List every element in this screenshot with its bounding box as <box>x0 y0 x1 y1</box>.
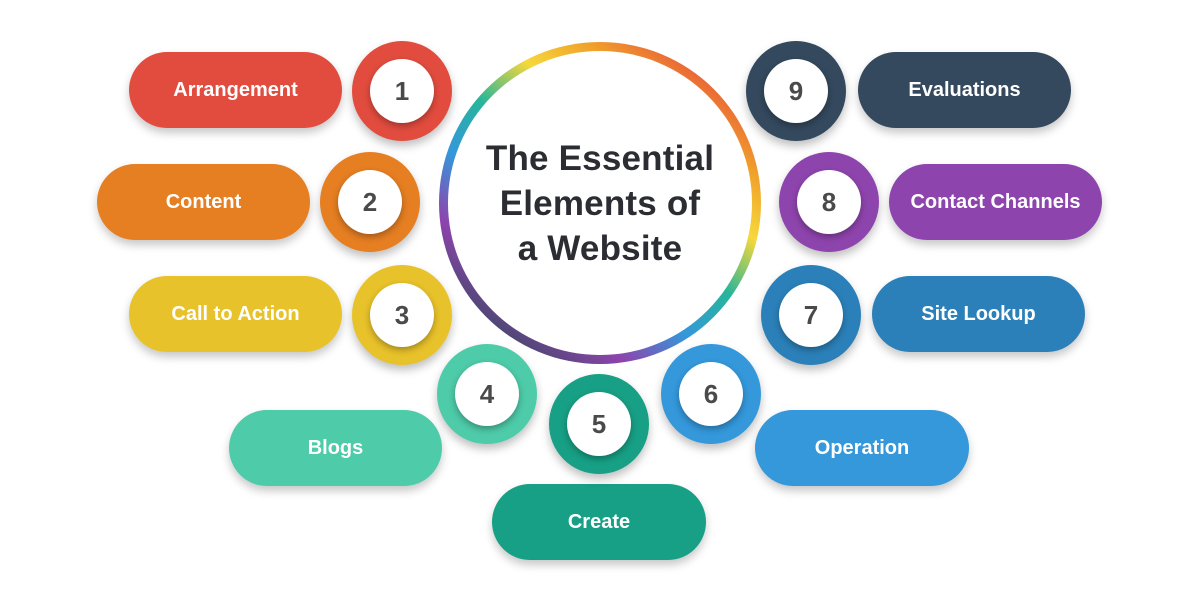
center-title: The Essential Elements of a Website <box>439 42 761 364</box>
element-pill-operation: Operation <box>755 410 969 486</box>
element-badge-5: 5 <box>549 374 649 474</box>
element-number: 7 <box>779 283 843 347</box>
element-pill-content: Content <box>97 164 310 240</box>
element-pill-blogs: Blogs <box>229 410 442 486</box>
element-number: 8 <box>797 170 861 234</box>
element-label: Contact Channels <box>910 190 1081 213</box>
element-pill-call-to-action: Call to Action <box>129 276 342 352</box>
element-badge-3: 3 <box>352 265 452 365</box>
element-pill-contact-channels: Contact Channels <box>889 164 1102 240</box>
element-badge-9: 9 <box>746 41 846 141</box>
element-number: 3 <box>370 283 434 347</box>
element-number: 4 <box>455 362 519 426</box>
element-pill-arrangement: Arrangement <box>129 52 342 128</box>
element-pill-create: Create <box>492 484 706 560</box>
element-number: 2 <box>338 170 402 234</box>
element-label: Create <box>567 510 631 533</box>
element-number: 1 <box>370 59 434 123</box>
element-badge-4: 4 <box>437 344 537 444</box>
element-badge-7: 7 <box>761 265 861 365</box>
element-badge-8: 8 <box>779 152 879 252</box>
title-line-1: The Essential <box>485 138 715 178</box>
element-label: Operation <box>814 436 910 459</box>
element-number: 5 <box>567 392 631 456</box>
element-pill-site-lookup: Site Lookup <box>872 276 1085 352</box>
element-label: Content <box>165 190 242 213</box>
element-label: Evaluations <box>908 78 1021 101</box>
element-badge-2: 2 <box>320 152 420 252</box>
element-badge-6: 6 <box>661 344 761 444</box>
element-label: Arrangement <box>173 78 298 101</box>
element-label: Call to Action <box>171 302 300 325</box>
element-label: Site Lookup <box>921 302 1036 325</box>
element-badge-1: 1 <box>352 41 452 141</box>
element-pill-evaluations: Evaluations <box>858 52 1071 128</box>
title-line-2: Elements of <box>499 183 701 223</box>
element-number: 9 <box>764 59 828 123</box>
title-line-3: a Website <box>517 228 683 268</box>
element-number: 6 <box>679 362 743 426</box>
element-label: Blogs <box>307 436 364 459</box>
